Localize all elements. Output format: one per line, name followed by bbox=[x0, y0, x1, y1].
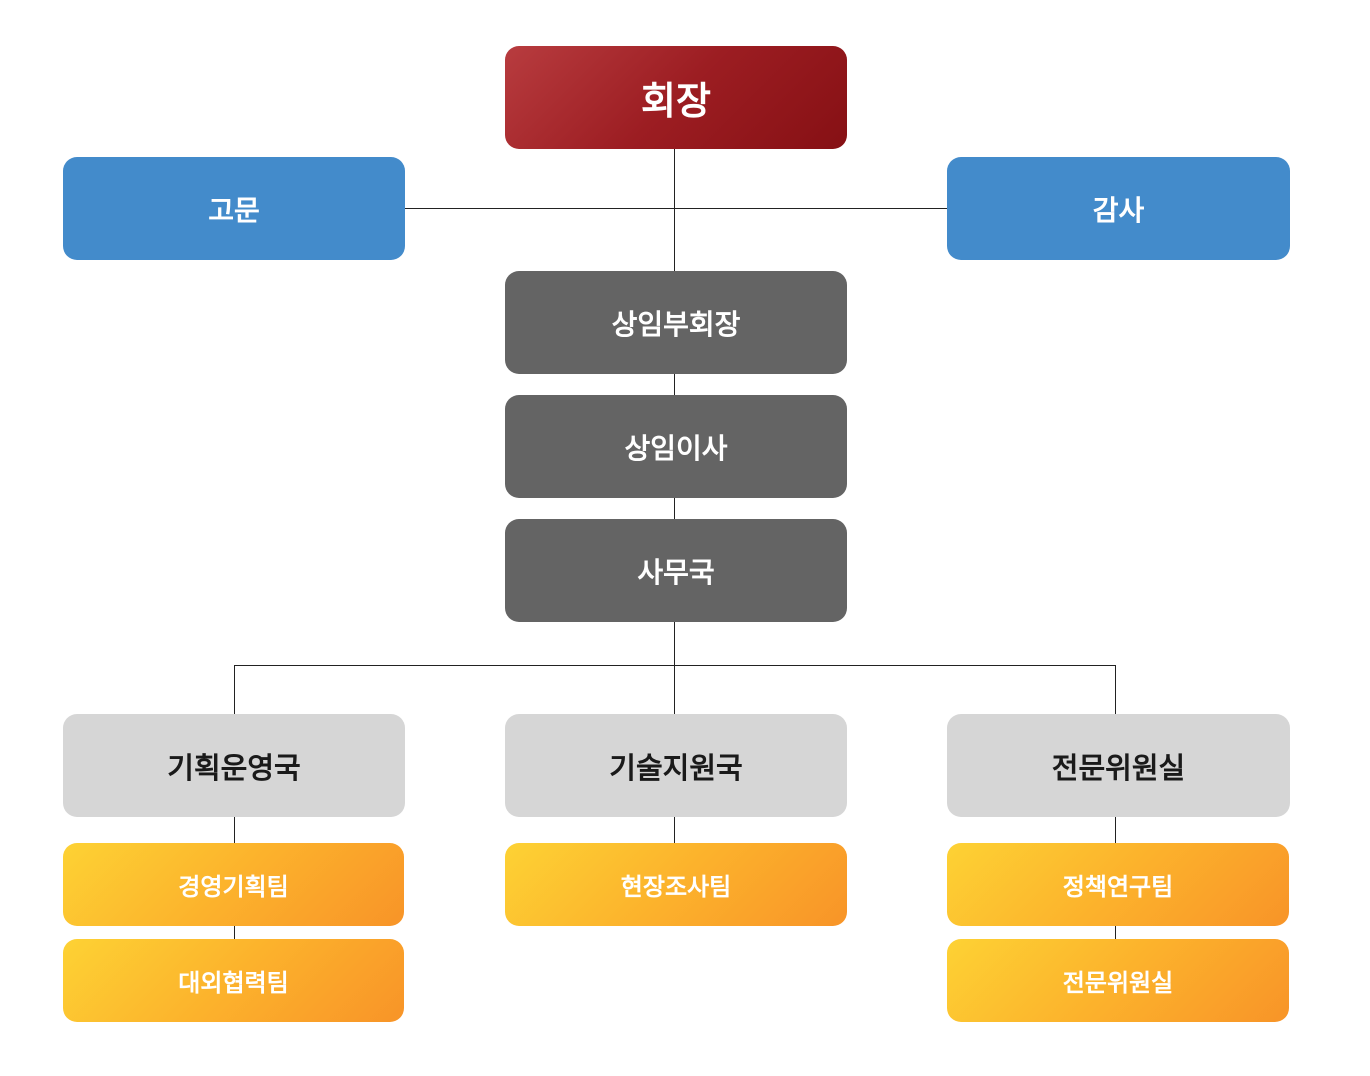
division-box-technical: 기술지원국 bbox=[505, 714, 847, 817]
connector-division-2-drop bbox=[674, 665, 675, 715]
team-label: 대외협력팀 bbox=[178, 969, 289, 997]
team-box-field-survey: 현장조사팀 bbox=[505, 843, 847, 926]
standing-vice-president-label: 상임부회장 bbox=[611, 307, 741, 341]
team-box-management-planning: 경영기획팀 bbox=[63, 843, 404, 926]
auditor-label: 감사 bbox=[1092, 193, 1145, 227]
division-label: 기획운영국 bbox=[167, 750, 301, 785]
connector-advisory-horizontal bbox=[404, 208, 948, 209]
standing-vice-president-box: 상임부회장 bbox=[505, 271, 847, 374]
team-label: 현장조사팀 bbox=[620, 873, 732, 901]
advisor-box: 고문 bbox=[63, 157, 405, 260]
standing-director-box: 상임이사 bbox=[505, 395, 847, 498]
advisor-label: 고문 bbox=[208, 193, 260, 227]
president-box: 회장 bbox=[505, 46, 847, 149]
connector-division-1-drop bbox=[234, 665, 235, 715]
team-label: 전문위원실 bbox=[1062, 969, 1174, 997]
secretariat-label: 사무국 bbox=[637, 555, 715, 589]
division-box-expert: 전문위원실 bbox=[947, 714, 1290, 817]
team-box-policy-research: 정책연구팀 bbox=[947, 843, 1289, 926]
connector-division-2-teams bbox=[674, 816, 675, 844]
team-label: 경영기획팀 bbox=[178, 873, 289, 901]
team-box-external-cooperation: 대외협력팀 bbox=[63, 939, 404, 1022]
secretariat-box: 사무국 bbox=[505, 519, 847, 622]
president-label: 회장 bbox=[641, 79, 711, 123]
connector-division-3-drop bbox=[1115, 665, 1116, 715]
division-box-planning: 기획운영국 bbox=[63, 714, 405, 817]
team-box-expert-committee: 전문위원실 bbox=[947, 939, 1289, 1022]
team-label: 정책연구팀 bbox=[1062, 873, 1174, 901]
connector-divisions-horizontal bbox=[234, 665, 1116, 666]
division-label: 전문위원실 bbox=[1051, 750, 1186, 785]
standing-director-label: 상임이사 bbox=[624, 431, 728, 465]
division-label: 기술지원국 bbox=[609, 750, 743, 785]
auditor-box: 감사 bbox=[947, 157, 1290, 260]
